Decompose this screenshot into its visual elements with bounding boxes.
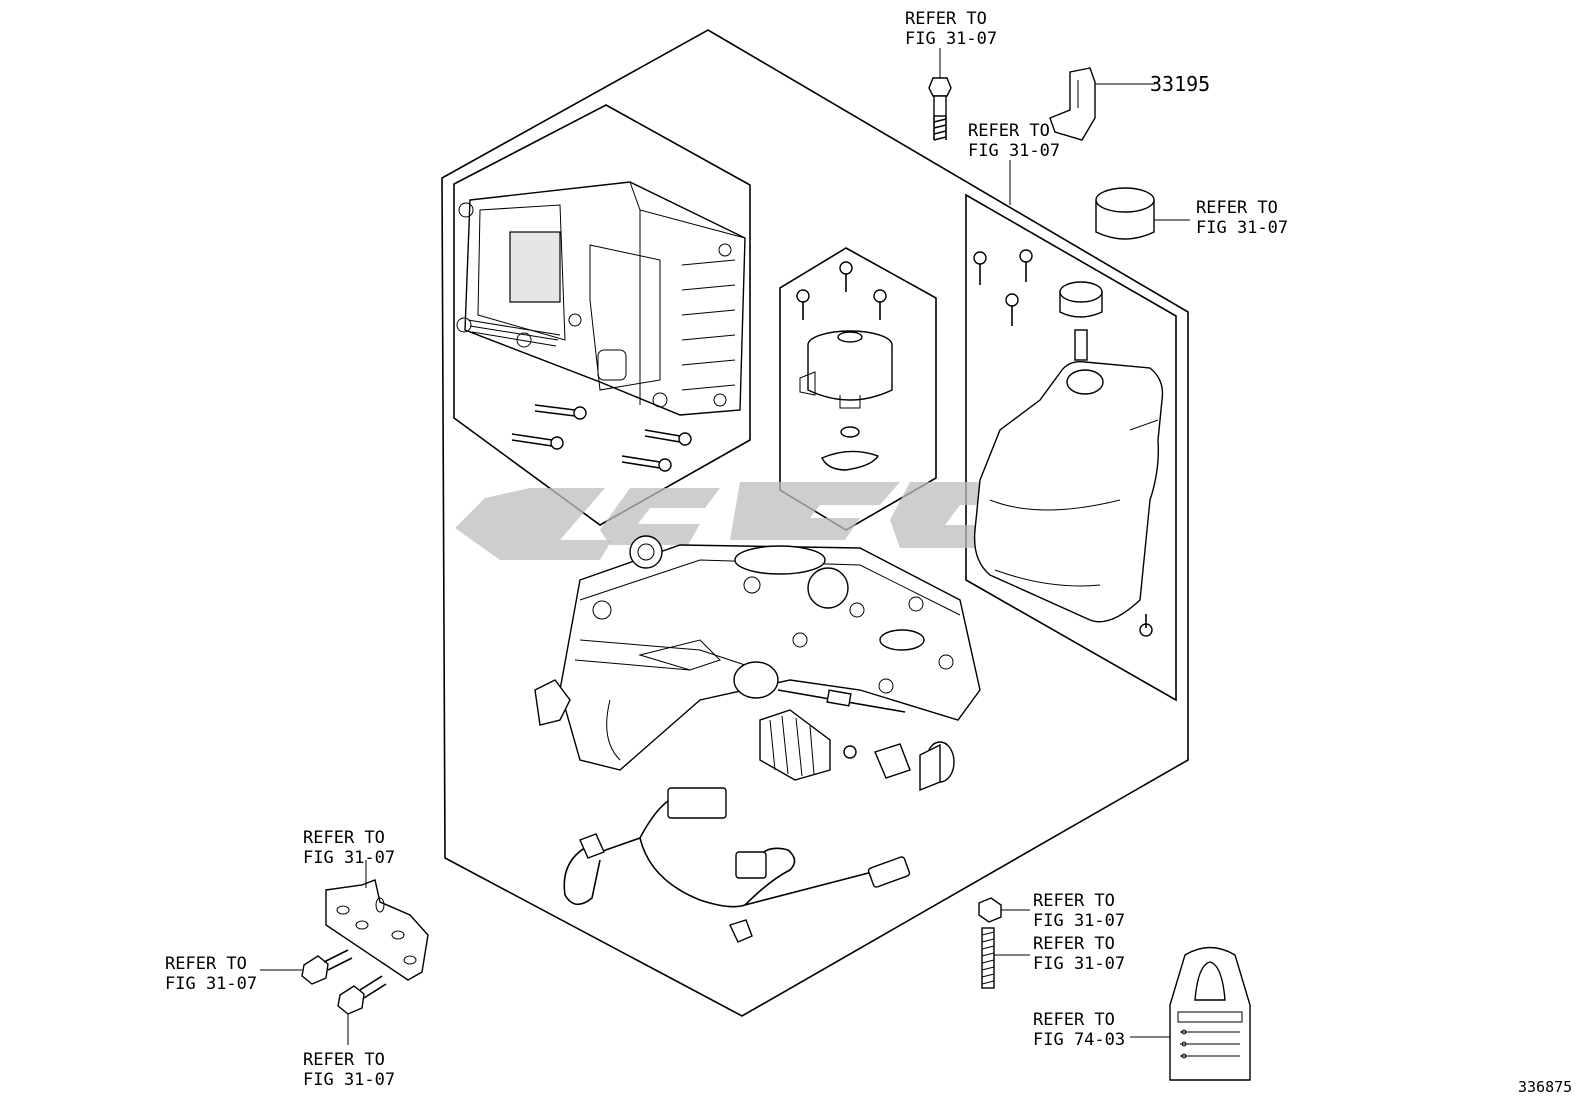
callout-nut-line1: REFER TO: [1033, 891, 1115, 911]
callout-left-bolt-line2: FIG 31-07: [165, 974, 257, 994]
motor-screws: [796, 261, 887, 320]
connector-plug: [874, 743, 911, 779]
grommet: [919, 741, 955, 792]
ecu-mounting-bolts: [511, 404, 692, 472]
callout-stud-line2: FIG 31-07: [1033, 954, 1125, 974]
flange-nut: [978, 897, 1030, 923]
reservoir-screws: [973, 249, 1153, 637]
callout-plate-line1: REFER TO: [303, 828, 385, 848]
push-rod-and-boot: [733, 661, 906, 781]
callout-tag-line2: FIG 74-03: [1033, 1030, 1125, 1050]
pump-motor: [799, 330, 893, 409]
part-number-33195: 33195: [1150, 72, 1210, 96]
callout-nut-line2: FIG 31-07: [1033, 911, 1125, 931]
callout-bracket-line1: REFER TO: [968, 121, 1050, 141]
round-cap: [1095, 187, 1190, 240]
callout-bottom-bolt-line1: REFER TO: [303, 1050, 385, 1070]
mounting-plate: [325, 860, 429, 981]
assembly-outline: [441, 29, 1189, 1017]
wire-harness: [563, 787, 911, 943]
ecu-subassembly-outline: [453, 104, 751, 526]
plate-bolt-bottom: [337, 975, 387, 1045]
callout-stud-line1: REFER TO: [1033, 934, 1115, 954]
stud-bolt: [981, 927, 1030, 989]
callout-plate-line2: FIG 31-07: [303, 848, 395, 868]
callout-tag-line1: REFER TO: [1033, 1010, 1115, 1030]
diagram-id: 336875: [1518, 1078, 1572, 1096]
hydraulic-actuator-body: [534, 535, 981, 771]
callout-left-bolt-line1: REFER TO: [165, 954, 247, 974]
bracket-33195: [1049, 67, 1155, 141]
reservoir-cap: [1059, 281, 1103, 361]
callout-cap-line2: FIG 31-07: [1196, 218, 1288, 238]
brake-fluid-reservoir: [973, 360, 1164, 623]
callout-bracket-line2: FIG 31-07: [968, 141, 1060, 161]
callout-bottom-bolt-line2: FIG 31-07: [303, 1070, 395, 1090]
top-flange-bolt: [928, 48, 952, 141]
abs-ecu-unit: [456, 181, 746, 416]
callout-cap-line1: REFER TO: [1196, 198, 1278, 218]
plate-bolt-left: [260, 949, 353, 985]
callout-top-bolt-line2: FIG 31-07: [905, 29, 997, 49]
motor-seal-and-clip: [821, 426, 880, 471]
callout-top-bolt-line1: REFER TO: [905, 9, 987, 29]
reservoir-subassembly-outline: [965, 193, 1177, 702]
caution-tag: [1130, 946, 1251, 1081]
